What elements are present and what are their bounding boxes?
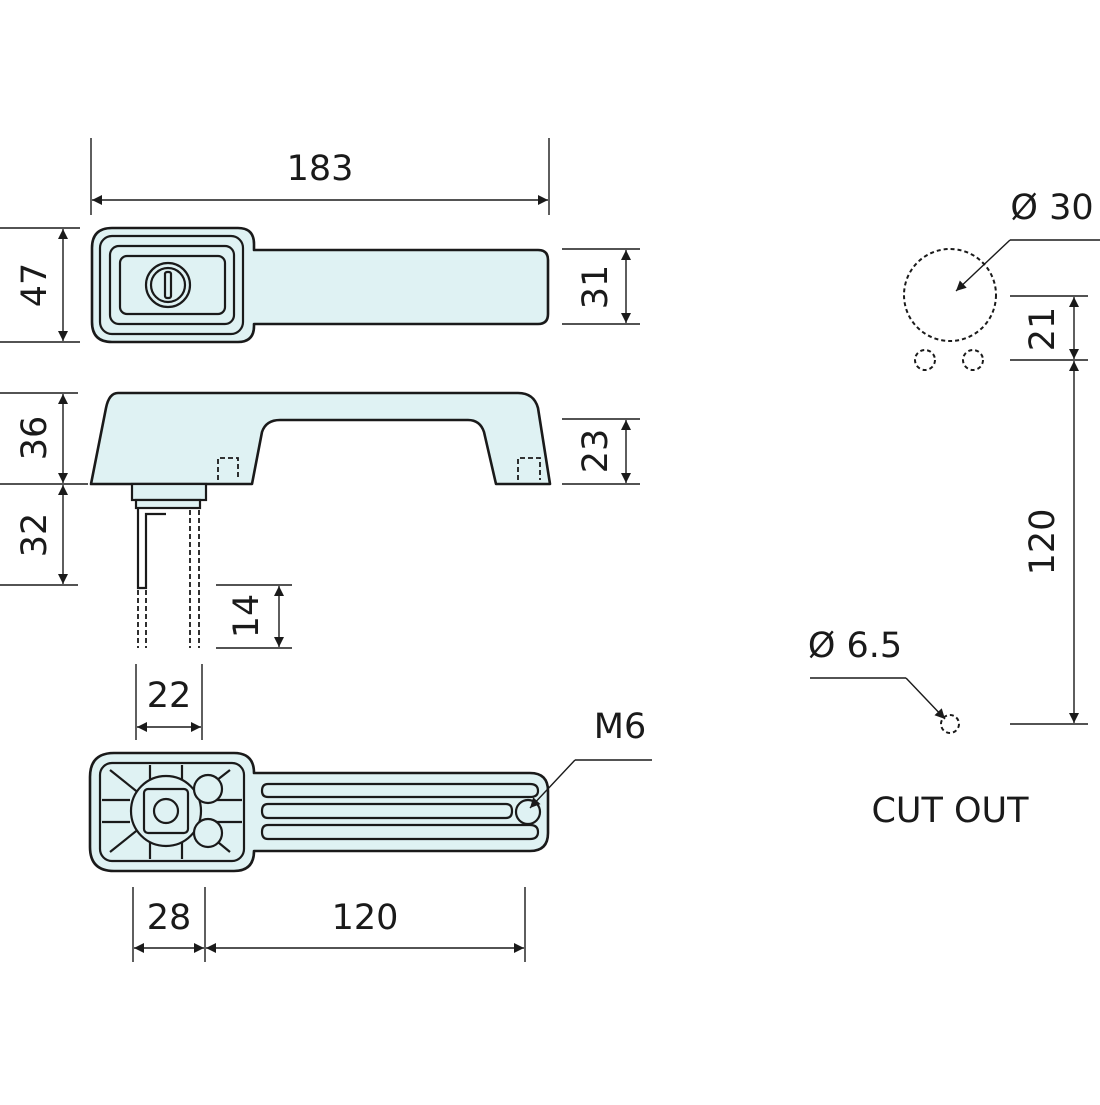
dim-leg-height-label: 23 (576, 429, 616, 474)
hidden-socket-right (517, 457, 541, 480)
base-plate (98, 761, 246, 863)
dim-cutout-spacing-label: 120 (1023, 509, 1063, 576)
grip-groove-1 (260, 782, 540, 799)
top-view (90, 226, 550, 344)
dim-cam-length-label: 14 (227, 594, 267, 639)
spindle-hole (152, 797, 180, 825)
dim-cutout-offset: 21 (1010, 295, 1088, 361)
lock-frame-inner (118, 254, 227, 316)
dim-hole-spacing-label: 120 (332, 898, 399, 938)
cutout-small-hole (940, 714, 960, 734)
grip-groove-3 (260, 823, 540, 841)
dim-grip-height: 31 (562, 248, 640, 325)
dim-shaft-length-label: 32 (15, 513, 55, 558)
dim-large-hole: Ø 30 (955, 188, 1100, 292)
dim-small-hole-label: Ø 6.5 (808, 626, 902, 666)
thread-callout: M6 (529, 707, 652, 809)
dim-hole-spacing: 120 (206, 887, 526, 962)
bottom-view (88, 751, 550, 873)
screw-boss-upper (192, 773, 224, 805)
cutout-pin-right (962, 349, 984, 371)
dim-leg-height: 23 (562, 418, 640, 485)
dim-overall-length-label: 183 (287, 149, 354, 189)
hidden-socket-left (217, 457, 239, 480)
dim-overall-length: 183 (90, 138, 550, 215)
dim-cam-width: 22 (135, 664, 203, 740)
key-slot-icon (163, 270, 173, 300)
lock-cylinder-outer (144, 261, 192, 309)
lock-frame-outer (108, 244, 236, 326)
handle-side-outline (89, 391, 552, 486)
dim-cam-width-label: 22 (147, 676, 192, 716)
side-view (89, 391, 552, 648)
dim-top-height-label: 47 (15, 263, 55, 308)
shaft-washer (134, 498, 202, 510)
cutout-pin-left (914, 349, 936, 371)
dim-cutout-offset-label: 21 (1023, 307, 1063, 352)
dim-large-hole-label: Ø 30 (1010, 188, 1093, 228)
cutout-large-hole (903, 248, 997, 342)
cutout-title: CUT OUT (871, 791, 1029, 831)
dim-grip-height-label: 31 (576, 265, 616, 310)
screw-boss-lower (192, 817, 224, 849)
base-ribs-straight (102, 765, 242, 859)
cutout-view (903, 248, 997, 734)
dim-base-width-label: 28 (147, 898, 192, 938)
dim-cam-length: 14 (216, 584, 292, 649)
dim-side-height: 36 (0, 392, 88, 485)
dim-shaft-length: 32 (0, 485, 78, 586)
dim-small-hole: Ø 6.5 (808, 626, 946, 720)
lock-housing (98, 234, 245, 336)
grip-groove-2 (260, 802, 514, 820)
shaft-collar (130, 482, 208, 502)
lock-cylinder-inner (149, 266, 187, 304)
thread-label: M6 (594, 707, 646, 747)
dim-cutout-spacing: 120 (1010, 361, 1088, 725)
dim-side-height-label: 36 (15, 416, 55, 461)
dim-base-width: 28 (132, 887, 206, 962)
thread-hole (514, 798, 542, 826)
dim-top-height: 47 (0, 227, 80, 343)
cam-lever (136, 508, 166, 590)
